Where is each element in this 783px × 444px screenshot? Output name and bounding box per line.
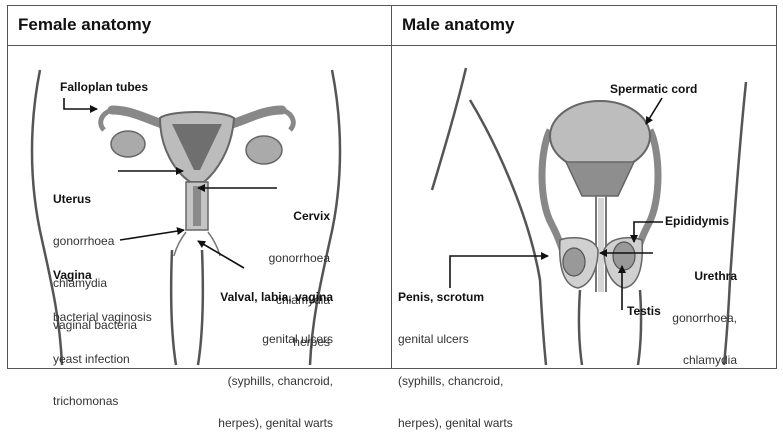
cervix-title: Cervix — [220, 209, 330, 223]
vagina-item: trichomonas — [53, 394, 152, 408]
valval-label-group: Valval, labia, vagina genital ulcers (sy… — [200, 262, 333, 444]
valval-item: genital ulcers — [200, 332, 333, 346]
valval-item: (syphills, chancroid, — [200, 374, 333, 388]
penis-scrotum-label-group: Penis, scrotum genital ulcers (syphills,… — [398, 262, 513, 444]
falloplan-tubes-label: Falloplan tubes — [60, 80, 148, 94]
vagina-title: Vagina — [53, 268, 152, 282]
urethra-item: chlamydia — [644, 353, 737, 367]
testis-label: Testis — [627, 304, 661, 318]
penis-scrotum-item: (syphills, chancroid, — [398, 374, 513, 388]
urethra-title: Urethra — [644, 269, 737, 283]
spermatic-cord-label: Spermatic cord — [610, 82, 697, 96]
male-reproductive-diagram — [542, 101, 658, 292]
vagina-item: bacterial vaginosis — [53, 310, 152, 324]
penis-scrotum-item: herpes), genital warts — [398, 416, 513, 430]
valval-item: herpes), genital warts — [200, 416, 333, 430]
penis-scrotum-title: Penis, scrotum — [398, 290, 513, 304]
valval-title: Valval, labia, vagina — [200, 290, 333, 304]
epididymis-label: Epididymis — [665, 214, 729, 228]
vagina-item: yeast infection — [53, 352, 152, 366]
penis-scrotum-item: genital ulcers — [398, 332, 513, 346]
uterus-title: Uterus — [53, 192, 137, 206]
vagina-label-group: Vagina bacterial vaginosis yeast infecti… — [53, 240, 152, 422]
